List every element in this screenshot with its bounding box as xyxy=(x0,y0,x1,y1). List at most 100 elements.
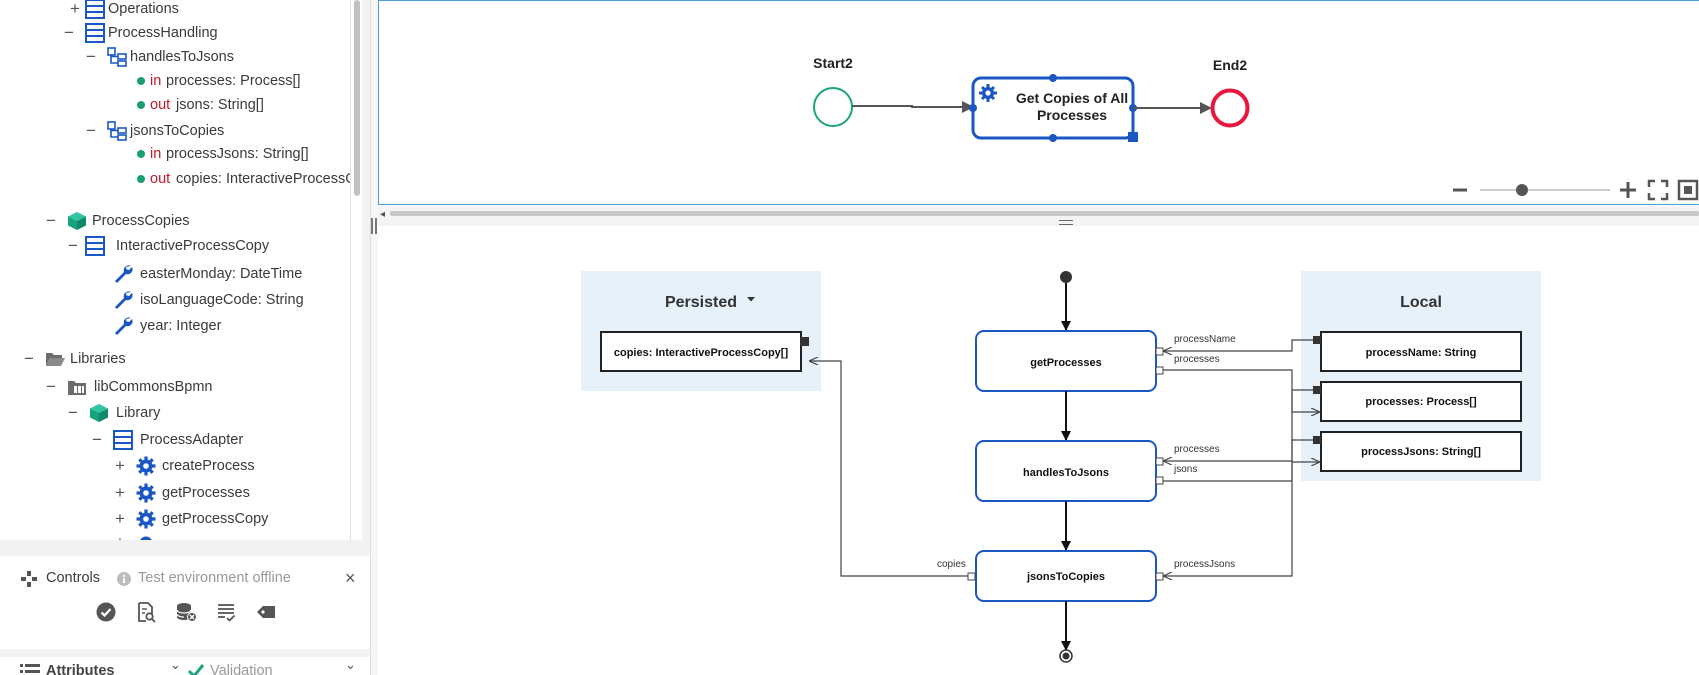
collapse-icon[interactable]: − xyxy=(68,236,78,255)
tree-item-label: getProcesses xyxy=(162,485,250,501)
tree-scrollbar[interactable] xyxy=(350,0,362,540)
tree-item-processadapter[interactable]: − ProcessAdapter xyxy=(0,428,350,452)
port[interactable] xyxy=(1155,347,1164,356)
data-flow-connector[interactable] xyxy=(1164,389,1313,461)
tree-item-attribute[interactable]: isoLanguageCode: String xyxy=(0,288,350,312)
test-environment-status: Test environment offline xyxy=(138,570,291,586)
initial-node[interactable] xyxy=(1060,271,1072,283)
tag-icon[interactable] xyxy=(255,601,277,623)
expand-icon[interactable]: + xyxy=(115,509,125,528)
list-check-icon[interactable] xyxy=(215,601,237,623)
tree-item-libcommonsbpmn[interactable]: − libCommonsBpmn xyxy=(0,375,350,399)
tree-item-interactiveprocesscopy[interactable]: − InteractiveProcessCopy xyxy=(0,234,350,258)
tree-item-getprocesscopy[interactable]: + getProcessCopy xyxy=(0,507,350,531)
local-item-label: processName: String xyxy=(1366,347,1477,359)
data-flow-connector[interactable] xyxy=(1164,439,1313,576)
port-handle[interactable] xyxy=(1313,436,1321,444)
port[interactable] xyxy=(1155,476,1164,485)
collapse-icon[interactable]: − xyxy=(86,121,96,140)
library-folder-icon xyxy=(68,381,86,395)
connection-handle[interactable] xyxy=(1048,133,1057,142)
port[interactable] xyxy=(1155,457,1164,466)
resize-handle[interactable] xyxy=(1127,131,1138,142)
tree-item-processcopies[interactable]: − ProcessCopies xyxy=(0,209,350,233)
gear-icon xyxy=(140,536,152,540)
tree-item-param[interactable]: in processes: Process[] xyxy=(0,69,350,93)
close-icon[interactable]: × xyxy=(345,568,356,588)
database-remove-icon[interactable] xyxy=(175,601,197,623)
tree-item-param[interactable]: out jsons: String[] xyxy=(0,93,350,117)
collapse-icon[interactable]: − xyxy=(92,430,102,449)
tree-item-getprocesses[interactable]: + getProcesses xyxy=(0,481,350,505)
end-event[interactable] xyxy=(1210,88,1249,127)
port[interactable] xyxy=(1155,366,1164,375)
tree-item-attribute[interactable]: year: Integer xyxy=(0,314,350,338)
fit-screen-icon[interactable] xyxy=(1647,179,1668,200)
sequence-flow[interactable] xyxy=(851,100,974,113)
tree-item-param[interactable]: in processJsons: String[] xyxy=(0,142,350,166)
tree-item-library[interactable]: − Library xyxy=(0,401,350,425)
port-handle[interactable] xyxy=(1313,386,1321,394)
param-direction: out xyxy=(150,97,171,113)
fullscreen-icon[interactable] xyxy=(1677,179,1698,200)
tree-item-jsonstocopies[interactable]: − jsonsToCopies xyxy=(0,119,350,143)
connection-handle[interactable] xyxy=(968,103,977,112)
data-flow-connector[interactable] xyxy=(810,361,968,577)
data-flow-connector[interactable] xyxy=(1163,369,1319,412)
local-data-item[interactable] xyxy=(1320,331,1522,372)
collapse-icon[interactable]: − xyxy=(68,403,78,422)
tree-item-createprocess[interactable]: + createProcess xyxy=(0,454,350,478)
search-document-icon[interactable] xyxy=(135,601,157,623)
gamepad-icon xyxy=(21,571,37,587)
zoom-in-icon[interactable] xyxy=(1619,181,1636,198)
dropdown-caret-icon[interactable] xyxy=(747,297,755,302)
expand-icon[interactable]: + xyxy=(115,456,125,475)
zoom-slider-thumb[interactable] xyxy=(1515,183,1528,196)
controls-panel: Controls Test environment offline × xyxy=(0,556,370,649)
resize-grip-icon[interactable] xyxy=(1059,220,1073,225)
tree-item-label: InteractiveProcessCopy xyxy=(116,238,270,254)
tree-item-attribute[interactable]: easterMonday: DateTime xyxy=(0,262,350,286)
info-icon xyxy=(117,572,131,586)
chevron-down-icon[interactable]: ⌄ xyxy=(170,657,181,672)
port[interactable] xyxy=(967,572,976,581)
data-flow-canvas[interactable]: Persisted copies: InteractiveProcessCopy… xyxy=(378,226,1699,675)
connection-handle[interactable] xyxy=(1048,73,1057,82)
chevron-down-icon[interactable]: ⌄ xyxy=(345,657,356,672)
tree-item-processhandling[interactable]: − ProcessHandling xyxy=(0,21,350,45)
collapse-icon[interactable]: − xyxy=(24,349,34,368)
vertical-splitter[interactable] xyxy=(370,0,378,675)
tree-item-handlestojsons[interactable]: − handlesToJsons xyxy=(0,45,350,69)
tree-item-param[interactable]: out copies: InteractiveProcessC xyxy=(0,167,350,191)
operation-icon xyxy=(107,47,127,67)
data-flow-connector[interactable] xyxy=(1164,339,1313,351)
scroll-left-icon[interactable]: ◂ xyxy=(380,209,386,220)
expand-icon[interactable]: + xyxy=(115,483,125,502)
parameter-dot-icon xyxy=(137,150,145,158)
port-label: copies xyxy=(937,559,966,570)
collapse-icon[interactable]: − xyxy=(46,377,56,396)
collapse-icon[interactable]: − xyxy=(86,47,96,66)
tree-item-libraries[interactable]: − Libraries xyxy=(0,347,350,371)
gear-icon xyxy=(136,483,156,503)
port-handle[interactable] xyxy=(800,337,809,346)
splitter-grip-icon[interactable] xyxy=(371,218,377,234)
collapse-icon[interactable]: − xyxy=(64,23,74,42)
collapse-icon[interactable]: − xyxy=(46,211,56,230)
horizontal-scrollbar-area[interactable]: ◂ xyxy=(378,206,1699,226)
process-diagram-canvas[interactable]: Start2 Get Copies of All Processes End2 xyxy=(378,0,1699,205)
horizontal-scrollbar-thumb[interactable] xyxy=(390,211,1699,216)
local-data-item[interactable] xyxy=(1320,381,1522,422)
tree-item-operations[interactable]: + Operations xyxy=(0,0,350,21)
port-handle[interactable] xyxy=(1313,336,1321,344)
port[interactable] xyxy=(1155,572,1164,581)
tree-item-label: libCommonsBpmn xyxy=(94,379,213,395)
check-circle-icon[interactable] xyxy=(95,601,117,623)
expand-icon[interactable]: + xyxy=(70,0,80,18)
persisted-data-item[interactable] xyxy=(600,331,802,372)
tree-item-label: handlesToJsons xyxy=(130,49,234,65)
scrollbar-thumb[interactable] xyxy=(354,0,360,196)
start-event[interactable] xyxy=(812,86,853,127)
local-data-item[interactable] xyxy=(1320,431,1522,472)
step-label: handlesToJsons xyxy=(1023,467,1109,479)
